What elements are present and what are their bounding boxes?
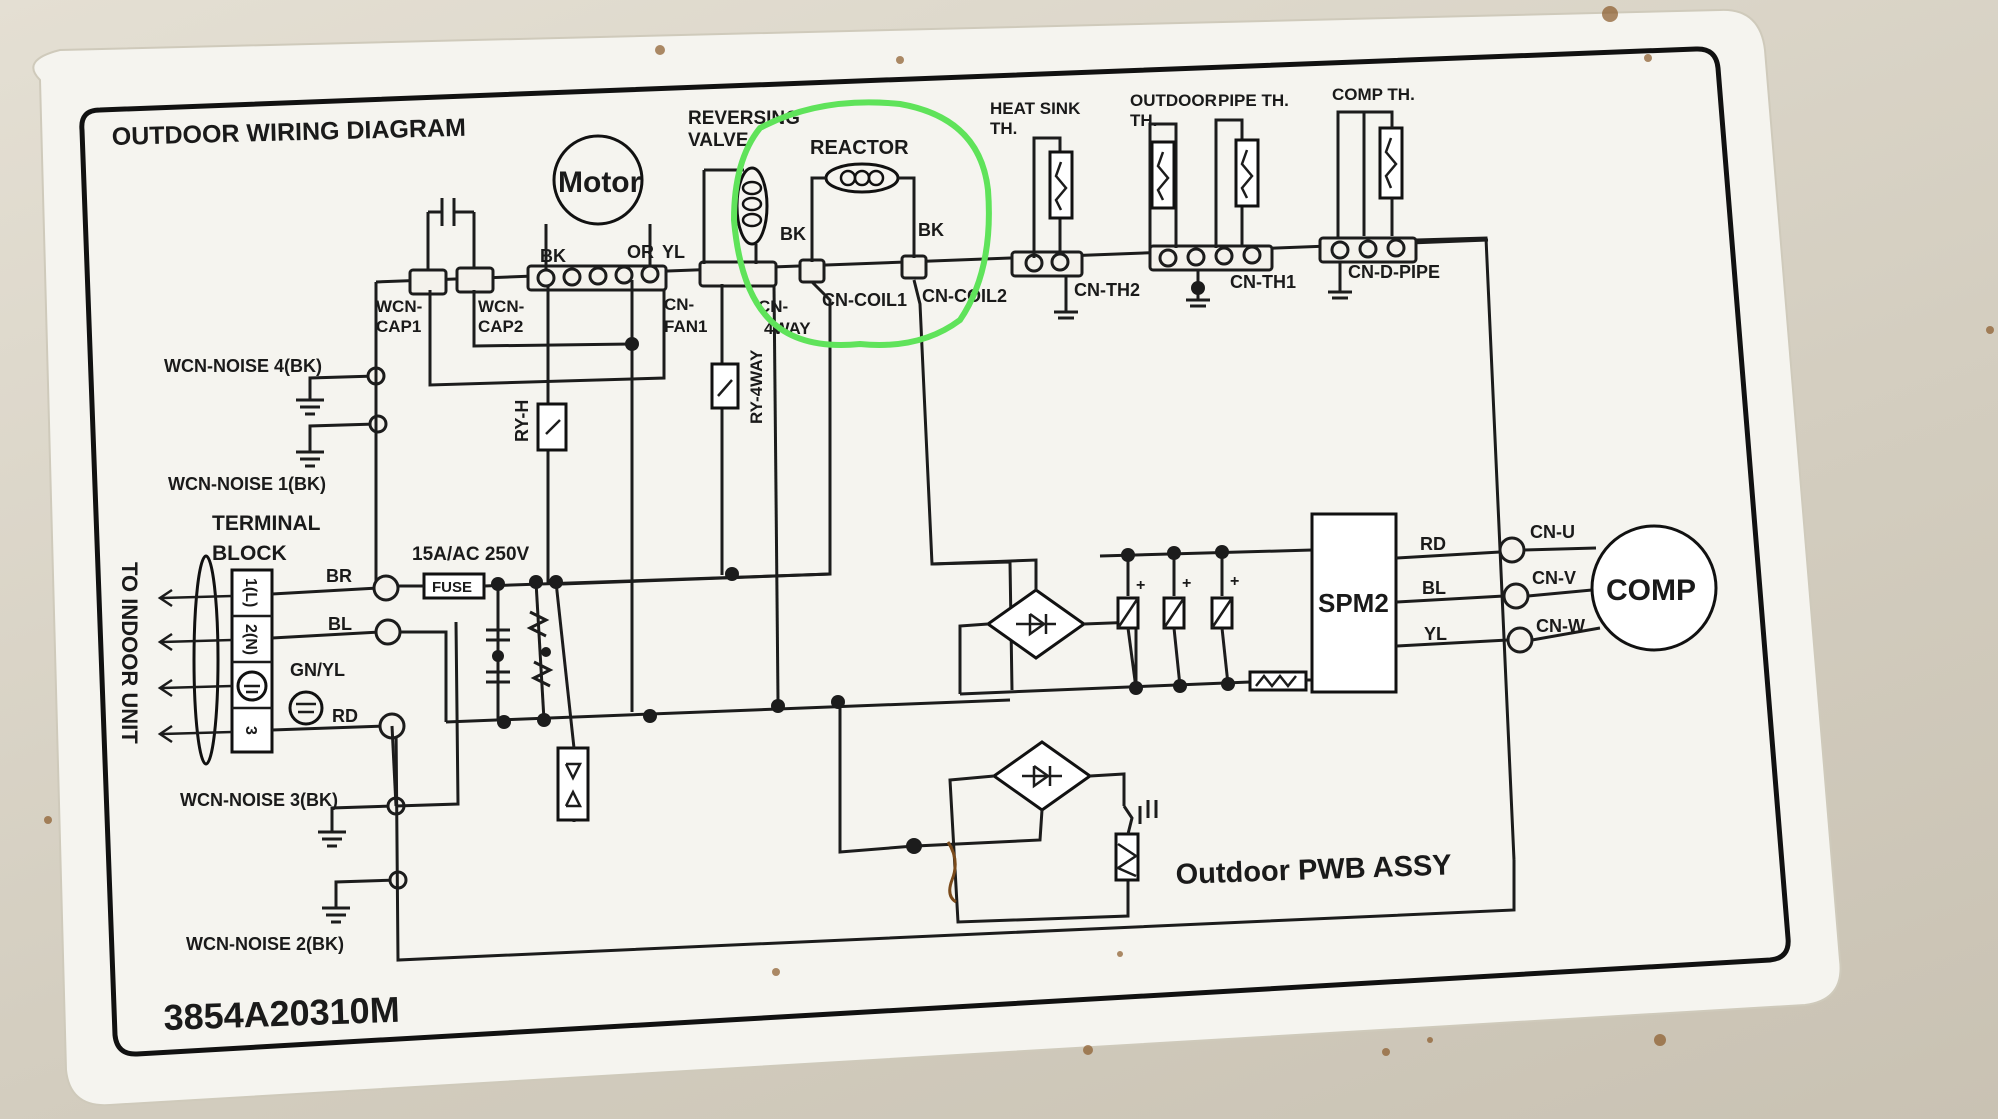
noise-3-label: WCN-NOISE 3(BK): [180, 790, 338, 810]
pwb-relay: [1114, 800, 1158, 882]
noise-2-label: WCN-NOISE 2(BK): [186, 934, 344, 954]
noise3-link: [395, 621, 460, 808]
highlight-circle: [730, 99, 992, 348]
wcn-cap2-label: WCN-CAP2: [478, 297, 524, 336]
cn-th1-label: CN-TH1: [1230, 272, 1296, 292]
valve-return: [772, 285, 780, 701]
terminal-2n: 2(N): [242, 624, 259, 655]
bridge-rectifier-small: [554, 581, 590, 822]
bl-line: [271, 630, 448, 722]
cap-plus-1: +: [1136, 577, 1145, 594]
cn-fan1-label: CN-FAN1: [664, 295, 707, 336]
fuse-label: FUSE: [432, 579, 472, 596]
spm-module: [1310, 512, 1398, 694]
dirt-specks: [44, 6, 1994, 1056]
cn-v-label: CN-V: [1532, 568, 1576, 588]
cap-plus-3: +: [1230, 573, 1239, 590]
comp-thermistor: [1336, 110, 1404, 238]
motor-wire-or: OR: [627, 242, 654, 262]
ry-4way-label: RY-4WAY: [747, 349, 766, 424]
fuse-rating-label: 15A/AC 250V: [412, 544, 530, 565]
noise-1-label: WCN-NOISE 1(BK): [168, 474, 326, 494]
compressor-wires: [1395, 536, 1601, 654]
wire-gnyl: GN/YL: [290, 660, 345, 680]
outdoor-thermistor: [1148, 122, 1178, 250]
part-number: 3854A20310M: [163, 989, 400, 1038]
comp-label: COMP: [1606, 574, 1696, 607]
noise-filter: [486, 575, 845, 729]
signal-grounds: [1054, 262, 1352, 320]
rd-line: [271, 724, 385, 732]
comp-wire-rd: RD: [1420, 534, 1446, 554]
dc-link-capacitors: [959, 545, 1313, 696]
fan-motor: [552, 134, 644, 226]
compressor: [1590, 524, 1718, 652]
wire-br: BR: [326, 566, 352, 586]
aux-rectifier: [838, 700, 1130, 924]
motor-wire-yl: YL: [662, 242, 685, 262]
indoor-arrows: [157, 588, 233, 744]
terminal-1l: 1(L): [242, 578, 259, 607]
ry-h-label: RY-H: [512, 400, 532, 442]
pipe-th-label: PIPE TH.: [1218, 91, 1289, 110]
cn-d-pipe-label: CN-D-PIPE: [1348, 262, 1440, 282]
wire-bl: BL: [328, 614, 352, 634]
noise-grounds: [296, 374, 399, 924]
br-line: [271, 586, 379, 596]
cn-th2-label: CN-TH2: [1074, 280, 1140, 300]
reactor-label: REACTOR: [810, 137, 909, 159]
cn-coil1-label: CN-COIL1: [822, 290, 907, 310]
cn-u-label: CN-U: [1530, 522, 1575, 542]
cap2-wire: [472, 290, 633, 348]
cn-coil2-label: CN-COIL2: [922, 286, 1007, 306]
motor-label: Motor: [558, 166, 642, 199]
terminal-3: 3: [242, 726, 259, 735]
diagram-border: [79, 46, 1791, 1057]
pipe-thermistor: [1214, 118, 1260, 248]
cap-plus-2: +: [1182, 575, 1191, 592]
comp-wire-bl: BL: [1422, 578, 1446, 598]
ry-4way-relay: [710, 362, 740, 410]
reactor-coil: [810, 162, 916, 262]
reactor-wire-right: BK: [918, 220, 944, 240]
comp-th-label: COMP TH.: [1332, 85, 1415, 104]
bottom-return: [394, 725, 1516, 962]
noise-4-label: WCN-NOISE 4(BK): [164, 356, 322, 376]
cn-w-label: CN-W: [1536, 616, 1585, 636]
run-capacitor: [426, 198, 476, 270]
to-indoor-label: TO INDOOR UNIT: [117, 562, 142, 744]
terminal-block: [192, 554, 324, 766]
wcn-cap1-label: WCN-CAP1: [376, 297, 422, 336]
motor-wire-bk: BK: [540, 246, 566, 266]
spm-label: SPM2: [1318, 588, 1389, 618]
main-rectifier: [931, 558, 1138, 694]
wire-rd: RD: [332, 706, 358, 726]
reactor-wire-left: BK: [780, 224, 806, 244]
comp-wire-yl: YL: [1424, 624, 1447, 644]
pwb-right-edge: [1415, 236, 1516, 861]
top-connectors: [375, 236, 1489, 296]
heat-sink-thermistor: [1032, 136, 1074, 258]
